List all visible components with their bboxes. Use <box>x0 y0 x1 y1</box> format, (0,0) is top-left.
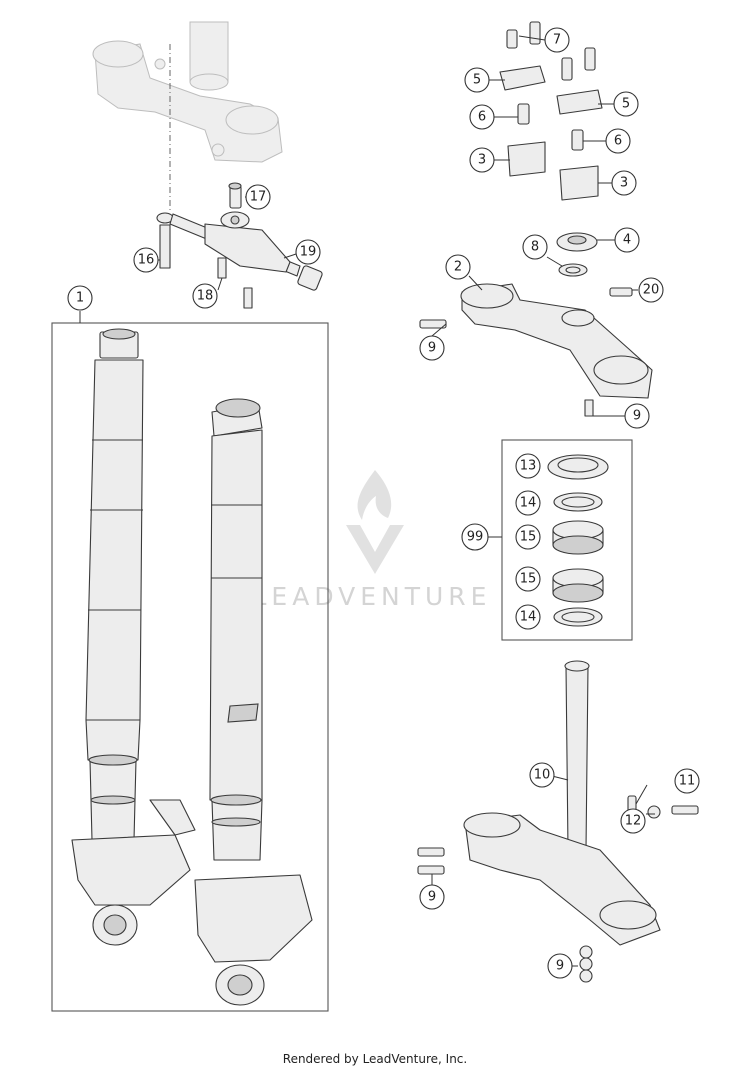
bearing-kit-parts <box>547 454 609 627</box>
leader-lines <box>158 35 655 967</box>
svg-text:16: 16 <box>138 253 155 268</box>
chevron-logo-icon <box>346 525 404 574</box>
svg-text:9: 9 <box>428 341 436 356</box>
svg-text:14: 14 <box>520 496 537 511</box>
watermark-text: LEADVENTURE <box>253 582 492 611</box>
svg-text:9: 9 <box>556 959 564 974</box>
callout-4: 4 <box>614 227 640 253</box>
fork-leg-right <box>194 398 313 1006</box>
svg-text:9: 9 <box>633 409 641 424</box>
callout-13: 13 <box>515 453 541 479</box>
svg-text:6: 6 <box>614 134 622 149</box>
svg-text:13: 13 <box>520 459 537 474</box>
callout-99: 99 <box>461 523 489 551</box>
svg-text:18: 18 <box>197 289 214 304</box>
callout-5b: 5 <box>613 91 639 117</box>
bearing-kit-frame <box>501 439 633 641</box>
upper-triple-clamp <box>419 283 653 417</box>
svg-text:7: 7 <box>553 33 561 48</box>
clamp-bolts-and-risers <box>499 21 603 201</box>
callout-16: 16 <box>133 247 159 273</box>
callout-10: 10 <box>529 762 555 788</box>
callout-14b: 14 <box>515 604 541 630</box>
svg-text:3: 3 <box>478 153 486 168</box>
svg-text:3: 3 <box>620 176 628 191</box>
callout-17: 17 <box>245 184 271 210</box>
svg-text:10: 10 <box>534 768 551 783</box>
upper-triple-clamp-ghost <box>92 21 283 163</box>
callout-9b: 9 <box>624 403 650 429</box>
svg-text:5: 5 <box>473 73 481 88</box>
fork-group-frame <box>51 322 329 1012</box>
leadventure-watermark: LEADVENTURE <box>253 470 492 611</box>
callout-15b: 15 <box>515 566 541 592</box>
svg-text:6: 6 <box>478 110 486 125</box>
callout-9a: 9 <box>419 335 445 361</box>
svg-text:4: 4 <box>623 233 631 248</box>
footer-credit: Rendered by LeadVenture, Inc. <box>283 1052 467 1066</box>
stem-nut-and-washer <box>556 232 598 277</box>
callout-12: 12 <box>620 808 646 834</box>
svg-text:17: 17 <box>250 190 267 205</box>
callout-1: 1 <box>67 285 93 311</box>
callout-2: 2 <box>445 254 471 280</box>
fork-leg-left <box>71 328 196 946</box>
svg-text:15: 15 <box>520 572 537 587</box>
svg-text:1: 1 <box>76 291 84 306</box>
callout-8: 8 <box>522 234 548 260</box>
svg-text:9: 9 <box>428 890 436 905</box>
callout-15a: 15 <box>515 524 541 550</box>
svg-text:12: 12 <box>625 814 642 829</box>
callout-19: 19 <box>295 239 321 265</box>
callout-11: 11 <box>674 768 700 794</box>
svg-text:2: 2 <box>454 260 462 275</box>
svg-text:19: 19 <box>300 245 317 260</box>
callout-6b: 6 <box>605 128 631 154</box>
callout-6a: 6 <box>469 104 495 130</box>
callout-3a: 3 <box>469 147 495 173</box>
svg-text:14: 14 <box>520 610 537 625</box>
callout-7: 7 <box>544 27 570 53</box>
callout-3b: 3 <box>611 170 637 196</box>
steering-damper-assembly <box>156 182 323 309</box>
svg-text:8: 8 <box>531 240 539 255</box>
callout-20: 20 <box>638 277 664 303</box>
callout-9d: 9 <box>547 953 573 979</box>
steering-stem-lower-clamp <box>417 660 699 983</box>
svg-text:15: 15 <box>520 530 537 545</box>
svg-text:99: 99 <box>467 530 484 545</box>
callout-9c: 9 <box>419 884 445 910</box>
callout-18: 18 <box>192 283 218 309</box>
svg-text:20: 20 <box>643 283 660 298</box>
callout-5a: 5 <box>464 67 490 93</box>
flame-logo-icon <box>357 470 392 520</box>
svg-text:11: 11 <box>679 774 696 789</box>
callout-14a: 14 <box>515 490 541 516</box>
svg-text:5: 5 <box>622 97 630 112</box>
